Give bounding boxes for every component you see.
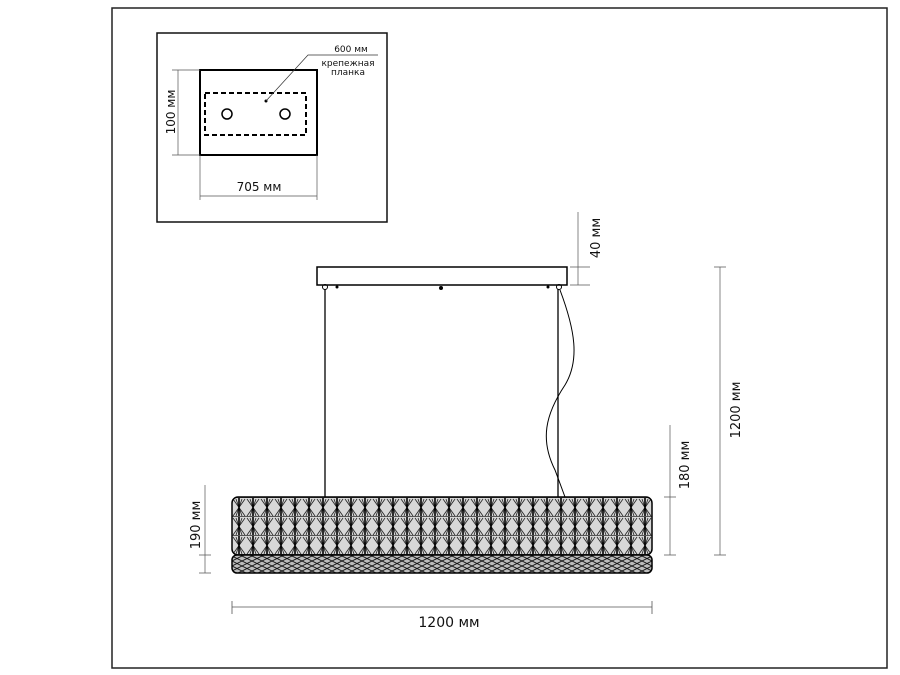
inset-height-label: 100 мм xyxy=(164,90,178,135)
shade-bottom-band xyxy=(231,554,653,574)
screw-hole xyxy=(221,108,233,120)
inset-frame xyxy=(156,32,388,223)
canopy-outline xyxy=(199,69,318,156)
total-height-label: 1200 мм xyxy=(729,382,744,439)
canopy-height-label: 40 мм xyxy=(589,218,604,258)
outer-frame xyxy=(111,7,888,669)
mounting-bar xyxy=(204,92,307,136)
leader-line xyxy=(265,54,378,102)
shade-height-right-label: 180 мм xyxy=(678,441,693,490)
inset-height-dimension-line xyxy=(172,69,200,156)
canopy-screw xyxy=(546,285,550,289)
bar-length-label: 600 мм xyxy=(334,45,368,55)
mounting-inset: 600 мм крепежная планка 100 мм 705 мм xyxy=(156,32,388,223)
shade-height-left-dimension-line xyxy=(199,485,211,574)
shade-height-right-dimension-line xyxy=(664,425,676,556)
length-label: 1200 мм xyxy=(418,615,479,631)
bar-label-2: планка xyxy=(331,68,365,78)
bar-label-1: крепежная xyxy=(321,59,374,69)
total-height-dimension-line xyxy=(714,266,726,556)
shade-crystal-rows xyxy=(231,496,653,556)
canopy-height-dimension-line xyxy=(570,212,590,286)
screw-hole xyxy=(279,108,291,120)
inset-width-label: 705 мм xyxy=(237,180,282,194)
inset-width-dimension-line xyxy=(199,155,318,200)
power-cable xyxy=(545,289,575,498)
lamp-shade xyxy=(231,496,653,574)
length-dimension-line xyxy=(231,601,653,614)
canopy-screw xyxy=(439,286,443,290)
canopy xyxy=(316,266,568,286)
wire-anchor xyxy=(556,284,562,290)
canopy-screw xyxy=(335,285,339,289)
shade-height-left-label: 190 мм xyxy=(189,501,204,550)
